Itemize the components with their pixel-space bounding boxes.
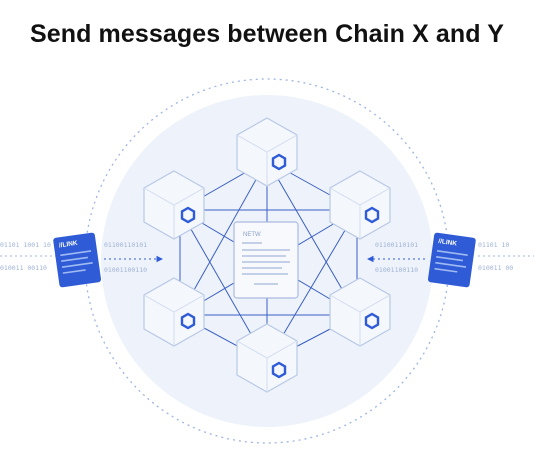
chain-link-icon: [180, 206, 196, 224]
right-data-stream: 01101 10 010011 00 01100110101 010011001…: [366, 241, 534, 274]
left-bits-bottom: 01001100110: [104, 266, 147, 274]
svg-text:010011 00110: 010011 00110: [0, 264, 47, 272]
page-title: Send messages between Chain X and Y: [29, 20, 505, 48]
right-bits-bottom: 01001100110: [375, 266, 418, 274]
center-document: NETW: [233, 221, 299, 299]
node-top: [236, 117, 298, 187]
node-upper-left: [143, 170, 205, 240]
svg-text:01101 1001 10: 01101 1001 10: [0, 241, 51, 249]
left-data-stream: 01101 1001 10 010011 00110 01100110101 0…: [0, 241, 164, 274]
left-bits-top: 01100110101: [104, 241, 147, 249]
chain-link-icon: [271, 361, 287, 379]
left-message-label: //LINK: [59, 240, 79, 250]
chain-link-icon: [271, 153, 287, 171]
right-message-card: //LINK: [427, 232, 476, 288]
chain-link-icon: [364, 312, 380, 330]
chain-link-icon: [364, 206, 380, 224]
left-message-card: //LINK: [53, 232, 102, 288]
svg-text:010011 00: 010011 00: [478, 264, 513, 272]
node-bottom: [236, 323, 298, 393]
center-document-label: NETW: [243, 232, 261, 238]
right-bits-top: 01100110101: [375, 241, 418, 249]
chain-link-icon: [180, 312, 196, 330]
node-lower-right: [329, 277, 391, 347]
node-upper-right: [329, 170, 391, 240]
svg-text:01101 10: 01101 10: [478, 241, 509, 249]
node-lower-left: [143, 277, 205, 347]
right-message-label: //LINK: [438, 238, 458, 248]
